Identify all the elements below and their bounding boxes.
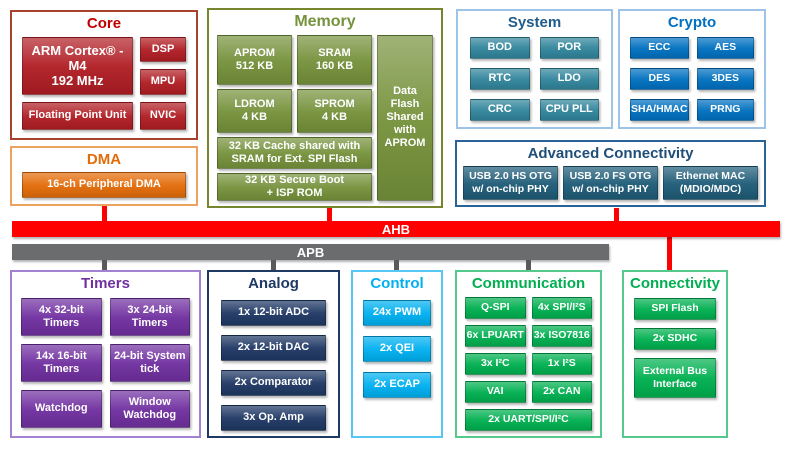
control-grid: 24x PWM 2x QEI 2x ECAP [353,294,441,404]
block-memory: Memory APROM 512 KB SRAM 160 KB Data Fla… [207,8,443,208]
cpu-pll-box: CPU PLL [539,98,599,121]
communication-grid: Q-SPI 4x SPI/I²S 6x LPUART 3x ISO7816 3x… [457,294,600,439]
pdma-box: 16-ch Peripheral DMA [22,171,186,198]
block-system: System BOD POR RTC LDO CRC CPU PLL [456,9,613,129]
uart-spi-i2c-box: 2x UART/SPI/I²C [465,408,592,431]
connector-dma-ahb [102,206,107,221]
vai-box: VAI [465,380,526,403]
block-control: Control 24x PWM 2x QEI 2x ECAP [351,270,443,438]
bod-box: BOD [470,36,530,59]
block-communication: Communication Q-SPI 4x SPI/I²S 6x LPUART… [455,270,602,438]
sprom-box: SPROM 4 KB [297,88,372,133]
spi-i2s-box: 4x SPI/I²S [531,296,592,319]
timers-32bit-box: 4x 32-bit Timers [21,297,102,336]
communication-title: Communication [471,275,586,292]
connector-advconn-ahb [614,208,619,221]
rtc-box: RTC [470,67,530,90]
ecc-box: ECC [630,36,689,59]
connector-apb-communication [526,260,531,270]
analog-grid: 1x 12-bit ADC 2x 12-bit DAC 2x Comparato… [209,294,338,438]
cpu-box: ARM Cortex® -M4 192 MHz [22,36,133,95]
spi-flash-box: SPI Flash [634,297,716,320]
block-advanced-connectivity: Advanced Connectivity USB 2.0 HS OTG w/ … [455,140,766,207]
cache-box: 32 KB Cache shared with SRAM for Ext. SP… [217,136,372,169]
timers-24bit-box: 3x 24-bit Timers [109,297,190,336]
connectivity-title: Connectivity [629,275,720,292]
block-timers: Timers 4x 32-bit Timers 3x 24-bit Timers… [10,270,201,438]
window-watchdog-box: Window Watchdog [109,389,190,428]
block-crypto: Crypto ECC AES DES 3DES SHA/HMAC PRNG [618,9,766,129]
systick-box: 24-bit System tick [109,343,190,382]
system-title: System [507,14,562,31]
watchdog-box: Watchdog [21,389,102,428]
qspi-box: Q-SPI [465,296,526,319]
mpu-box: MPU [140,68,186,95]
connectivity-grid: SPI Flash 2x SDHC External Bus Interface [624,294,726,402]
ldo-box: LDO [539,67,599,90]
timers-16bit-box: 14x 16-bit Timers [21,343,102,382]
crypto-title: Crypto [667,14,717,31]
system-grid: BOD POR RTC LDO CRC CPU PLL [458,33,611,131]
aprom-box: APROM 512 KB [217,34,292,85]
lpuart-box: 6x LPUART [465,324,526,347]
comparator-box: 2x Comparator [221,369,326,396]
iso7816-box: 3x ISO7816 [531,324,592,347]
sha-hmac-box: SHA/HMAC [630,98,689,121]
sram-box: SRAM 160 KB [297,34,372,85]
memory-grid: APROM 512 KB SRAM 160 KB Data Flash Shar… [209,33,441,209]
core-grid: ARM Cortex® -M4 192 MHz DSP MPU Floating… [12,34,196,139]
sdhc-box: 2x SDHC [634,327,716,350]
connector-apb-analog [271,260,276,270]
apb-bus-label: APB [296,244,325,260]
block-dma: DMA 16-ch Peripheral DMA [10,146,198,206]
block-core: Core ARM Cortex® -M4 192 MHz DSP MPU Flo… [10,10,198,140]
por-box: POR [539,36,599,59]
tdes-box: 3DES [696,67,754,90]
external-bus-interface-box: External Bus Interface [634,357,716,398]
ahb-bus-label: AHB [381,221,411,237]
connector-ahb-connectivity [667,237,672,270]
dataflash-box: Data Flash Shared with APROM [377,34,433,201]
connector-apb-control [394,260,399,270]
fpu-box: Floating Point Unit [22,101,133,130]
aes-box: AES [696,36,754,59]
core-title: Core [86,15,122,32]
secureboot-box: 32 KB Secure Boot + ISP ROM [217,172,372,201]
block-connectivity: Connectivity SPI Flash 2x SDHC External … [622,270,728,438]
ethernet-mac-box: Ethernet MAC (MDIO/MDC) [663,165,758,200]
memory-title: Memory [294,13,356,30]
usb-hs-otg-box: USB 2.0 HS OTG w/ on-chip PHY [463,165,558,200]
i2s-box: 1x I²S [531,352,592,375]
block-analog: Analog 1x 12-bit ADC 2x 12-bit DAC 2x Co… [207,270,340,438]
timers-title: Timers [81,275,130,292]
timers-grid: 4x 32-bit Timers 3x 24-bit Timers 14x 16… [12,294,199,436]
advanced-connectivity-grid: USB 2.0 HS OTG w/ on-chip PHY USB 2.0 FS… [457,164,764,207]
crc-box: CRC [470,98,530,121]
nvic-box: NVIC [140,101,186,130]
i2c-box: 3x I²C [465,352,526,375]
usb-fs-otg-box: USB 2.0 FS OTG w/ on-chip PHY [563,165,658,200]
qei-box: 2x QEI [363,335,431,362]
control-title: Control [370,275,424,292]
analog-title: Analog [248,275,299,292]
adc-box: 1x 12-bit ADC [221,299,326,326]
connector-apb-timers [102,260,107,270]
crypto-grid: ECC AES DES 3DES SHA/HMAC PRNG [620,33,764,131]
core-side-column: DSP MPU [140,36,186,95]
dac-box: 2x 12-bit DAC [221,334,326,361]
des-box: DES [630,67,689,90]
advanced-connectivity-title: Advanced Connectivity [527,145,694,162]
pwm-box: 24x PWM [363,299,431,326]
apb-bus-bar: APB [12,244,609,260]
dsp-box: DSP [140,36,186,62]
ldrom-box: LDROM 4 KB [217,88,292,133]
connector-memory-ahb [327,208,332,221]
prng-box: PRNG [696,98,754,121]
ahb-bus-bar: AHB [12,221,780,237]
dma-title: DMA [86,151,122,168]
opamp-box: 3x Op. Amp [221,404,326,431]
can-box: 2x CAN [531,380,592,403]
ecap-box: 2x ECAP [363,371,431,398]
